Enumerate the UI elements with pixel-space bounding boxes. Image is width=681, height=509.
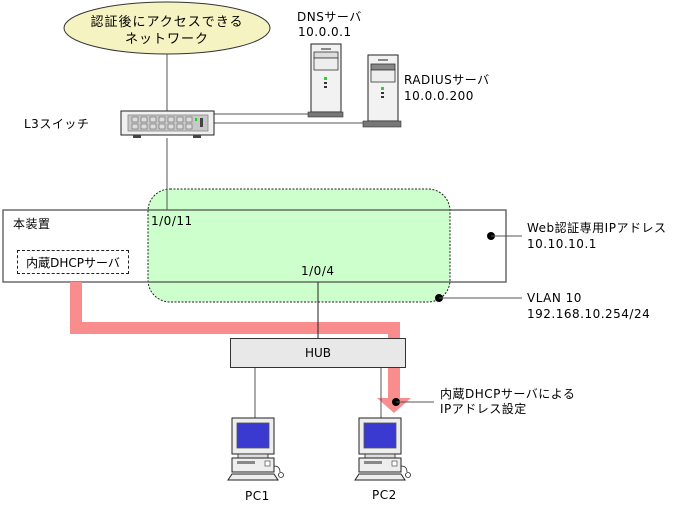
web-auth-label: Web認証専用IPアドレス (527, 221, 667, 235)
radius-server-ip: 10.0.0.200 (404, 89, 474, 103)
pc2-label: PC2 (372, 488, 397, 502)
internal-dhcp-server: 内蔵DHCPサーバ (17, 250, 129, 274)
device-label: 本装置 (13, 217, 51, 231)
switch-icon (120, 110, 215, 138)
radius-server-icon (362, 54, 402, 128)
device-box (2, 209, 507, 283)
l3-switch-label: L3スイッチ (24, 117, 90, 131)
dns-server-ip: 10.0.0.1 (298, 25, 352, 39)
radius-server-name: RADIUSサーバ (404, 73, 490, 87)
pc1-label: PC1 (245, 489, 270, 503)
hub-label: HUB (304, 346, 332, 360)
cloud-label-line2: ネットワーク (124, 32, 209, 47)
dns-server-icon (307, 43, 344, 118)
web-auth-ip: 10.10.10.1 (527, 237, 597, 251)
dhcp-note-line2: IPアドレス設定 (440, 402, 527, 416)
cloud-label-line1: 認証後にアクセスできる (90, 15, 244, 30)
pc2-icon (354, 417, 411, 481)
vlan-label: VLAN 10 (527, 291, 582, 305)
vlan-ip: 192.168.10.254/24 (527, 307, 651, 321)
dns-server-name: DNSサーバ (297, 10, 362, 24)
port-1-0-11-label: 1/0/11 (151, 214, 193, 228)
vlan-area (147, 188, 451, 303)
port-1-0-4-label: 1/0/4 (301, 264, 335, 278)
hub: HUB (230, 338, 406, 368)
internal-dhcp-server-label: 内蔵DHCPサーバ (26, 255, 120, 270)
network-cloud-label: 認証後にアクセスできる ネットワーク (62, 14, 272, 48)
pc1-icon (227, 417, 284, 481)
dhcp-note-line1: 内蔵DHCPサーバによる (440, 387, 576, 401)
